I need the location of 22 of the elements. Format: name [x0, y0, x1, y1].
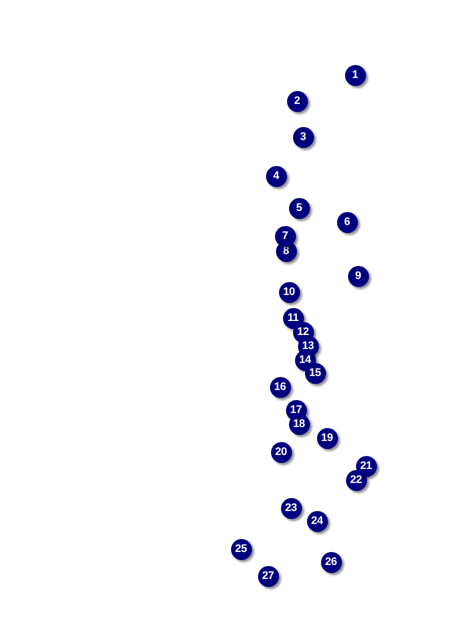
callout-number: 2 — [286, 90, 308, 112]
callout-number: 9 — [348, 266, 368, 286]
callout-number: 11 — [282, 308, 304, 328]
callout-number: 26 — [320, 552, 342, 572]
callout-number: 18 — [288, 414, 310, 434]
callout-number: 16 — [270, 376, 290, 398]
callout-number: 5 — [288, 198, 310, 218]
callout-number: 7 — [274, 226, 296, 246]
callout-number: 3 — [292, 126, 314, 148]
callout-number: 6 — [336, 212, 358, 232]
callout-number: 22 — [346, 470, 366, 490]
callout-number: 25 — [230, 538, 252, 560]
callout-number: 15 — [304, 362, 326, 384]
callout-number: 24 — [306, 510, 328, 532]
callout-number: 19 — [316, 428, 338, 448]
callout-number: 27 — [258, 566, 278, 586]
callout-number: 10 — [278, 282, 300, 302]
callout-number: 20 — [270, 442, 292, 462]
callout-number: 21 — [356, 456, 376, 476]
callout-number: 1 — [344, 64, 366, 86]
callout-number: 23 — [280, 498, 302, 518]
callout-number: 4 — [266, 166, 286, 186]
